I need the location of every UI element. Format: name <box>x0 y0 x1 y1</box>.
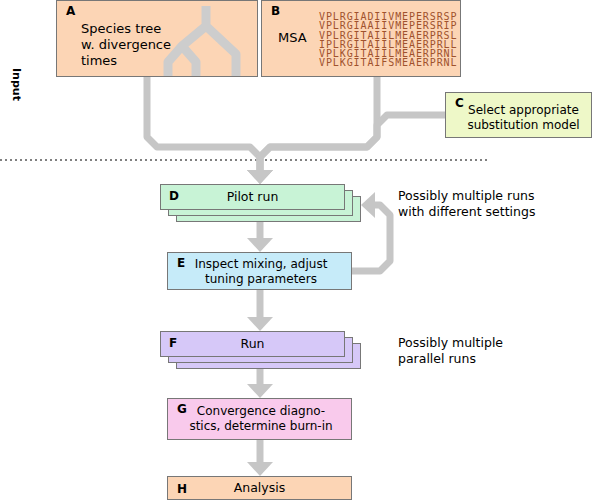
box-text: Select appropriate substitution model <box>461 103 586 133</box>
box-text: Inspect mixing, adjust tuning parameters <box>185 257 337 287</box>
stack-layer <box>161 185 345 210</box>
flow-arrow <box>257 440 264 462</box>
stack-layer <box>161 332 345 357</box>
box-text: Convergence diagno- stics, determine bur… <box>185 404 337 434</box>
annotation-note: Possibly multiple parallel runs <box>398 335 510 367</box>
step-letter: A <box>66 4 75 18</box>
stacked-process-box: DPilot run <box>160 184 361 222</box>
process-box: GConvergence diagno- stics, determine bu… <box>167 398 352 440</box>
box-text: Pilot run <box>160 184 345 210</box>
section-label: Input <box>10 68 23 101</box>
separator-line <box>0 160 490 161</box>
annotation-note: Possibly multiple runs with different se… <box>398 188 543 220</box>
box-text: MSA <box>278 30 307 45</box>
flow-arrow <box>260 77 377 170</box>
box-text: Analysis <box>168 477 351 499</box>
box-text: Run <box>160 331 345 357</box>
output-box: HAnalysis <box>167 476 352 500</box>
flow-arrow <box>257 222 264 238</box>
option-box: CSelect appropriate substitution model <box>445 92 592 138</box>
step-letter: C <box>455 96 464 110</box>
step-letter: E <box>177 256 185 270</box>
flow-arrow <box>257 369 264 384</box>
process-box: EInspect mixing, adjust tuning parameter… <box>167 252 352 290</box>
input-box: BMSAVPLRGIADIIVMEPERSRSP VPLRGIAAIIVMEPE… <box>261 0 461 77</box>
sequence-text: VPLRGIADIIVMEPERSRSP VPLRGIAAIIVMEPERSRI… <box>319 12 469 68</box>
step-letter: B <box>271 4 280 18</box>
step-letter: F <box>169 336 177 350</box>
step-letter: G <box>177 402 187 416</box>
flow-arrow <box>260 115 445 170</box>
stacked-process-box: FRun <box>160 331 361 369</box>
step-letter: H <box>177 482 187 496</box>
flow-arrow <box>147 77 260 170</box>
input-box: A Species tree w. divergence times <box>56 0 258 77</box>
step-letter: D <box>169 189 179 203</box>
flow-arrow <box>257 290 264 317</box>
box-text: Species tree w. divergence times <box>81 21 176 69</box>
